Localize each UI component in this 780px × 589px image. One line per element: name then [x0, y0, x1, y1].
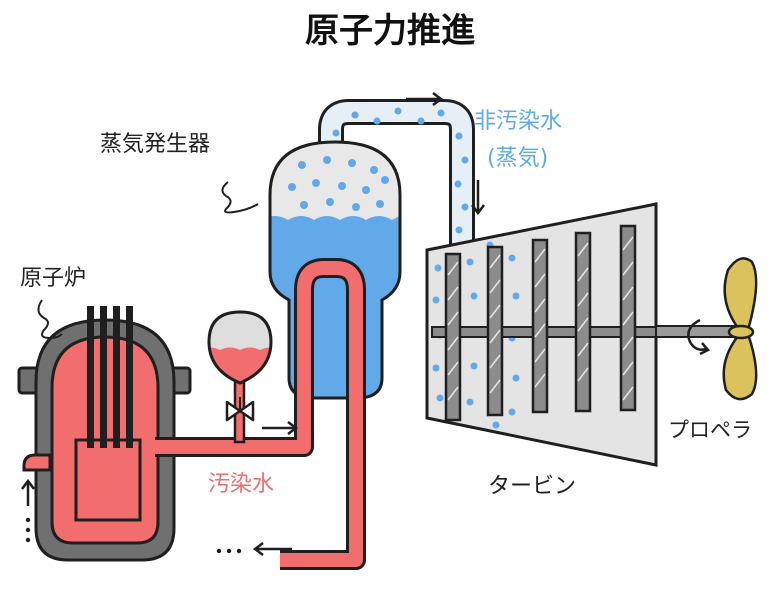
leader-squiggles	[37, 181, 259, 340]
turbine-blades	[444, 224, 637, 422]
turbine	[425, 202, 658, 467]
reactor-label: 原子炉	[20, 266, 87, 291]
pressurizer	[207, 310, 273, 444]
clean-steam-pipe	[318, 99, 475, 248]
leader-steam-generator	[221, 181, 259, 214]
reactor	[17, 306, 192, 562]
control-rods	[87, 306, 133, 448]
arrow-left-icon	[252, 542, 292, 556]
valve-icon	[225, 397, 255, 422]
steam-bubbles	[288, 156, 389, 211]
contaminated-water-label: 汚染水	[208, 472, 275, 497]
continuation-dots	[25, 517, 242, 554]
leader-reactor	[37, 299, 63, 340]
steam-generator-label: 蒸気発生器	[100, 132, 211, 157]
propeller-label: プロペラ	[668, 418, 752, 442]
clean-steam-sublabel: (蒸気)	[487, 146, 549, 171]
arrow-right-icon	[406, 92, 444, 106]
propeller-icon	[722, 257, 758, 401]
arrow-right-icon	[262, 421, 299, 435]
steam-pipe-bubbles	[332, 107, 469, 234]
rotation-arrow-icon	[687, 318, 710, 356]
turbine-label: タービン	[488, 474, 577, 499]
reactor-core	[74, 438, 142, 522]
contaminated-pipe	[155, 258, 366, 570]
arrow-up-icon	[21, 478, 35, 506]
arrow-down-icon	[471, 180, 485, 216]
propeller-assembly	[655, 257, 758, 401]
page-title: 原子力推進	[305, 11, 475, 51]
flow-arrows	[21, 92, 485, 556]
clean-steam-label: 非汚染水	[474, 109, 563, 134]
